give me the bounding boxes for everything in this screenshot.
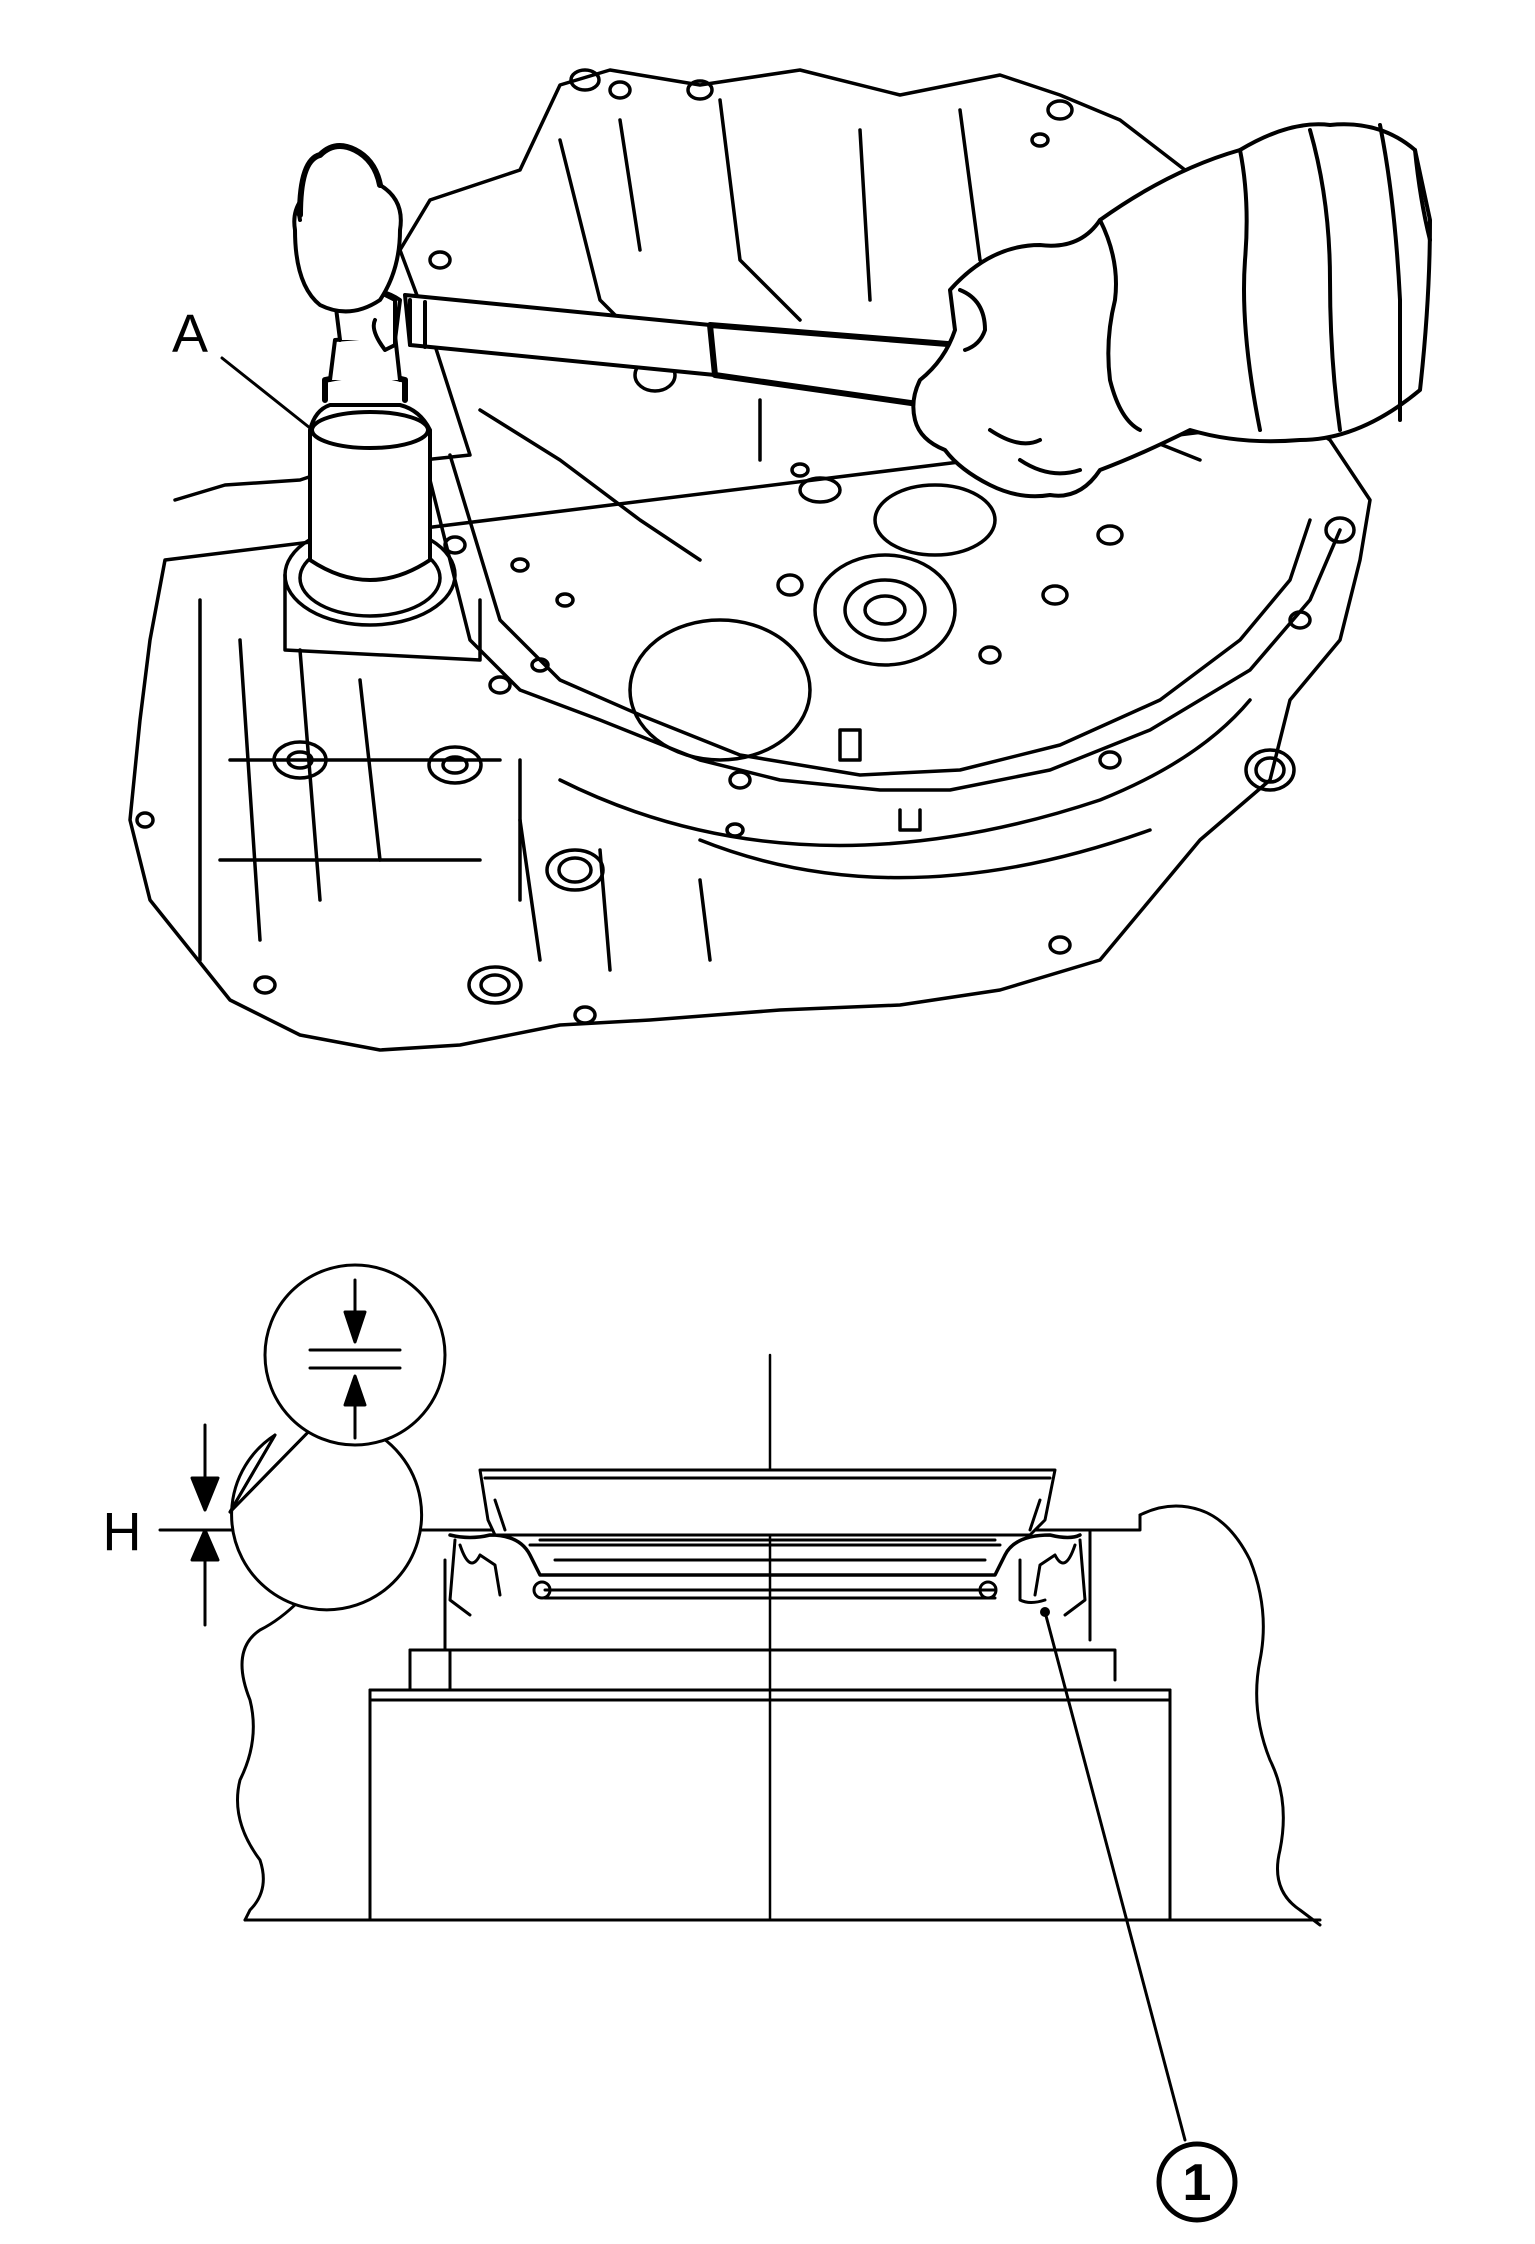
dimension-h: H — [103, 1423, 220, 1627]
transaxle-case-illustration — [128, 68, 1372, 1052]
label-a: A — [172, 304, 208, 364]
label-h: H — [103, 1502, 142, 1562]
label-a-group: A — [172, 304, 312, 430]
flush-measurement-icon — [228, 1263, 447, 1612]
label-1: 1 — [1183, 2154, 1212, 2212]
callout-1: 1 — [1040, 1607, 1238, 2223]
hammer — [292, 143, 971, 413]
seal-cross-section — [158, 1353, 1322, 1927]
hand-sleeve — [911, 122, 1432, 499]
